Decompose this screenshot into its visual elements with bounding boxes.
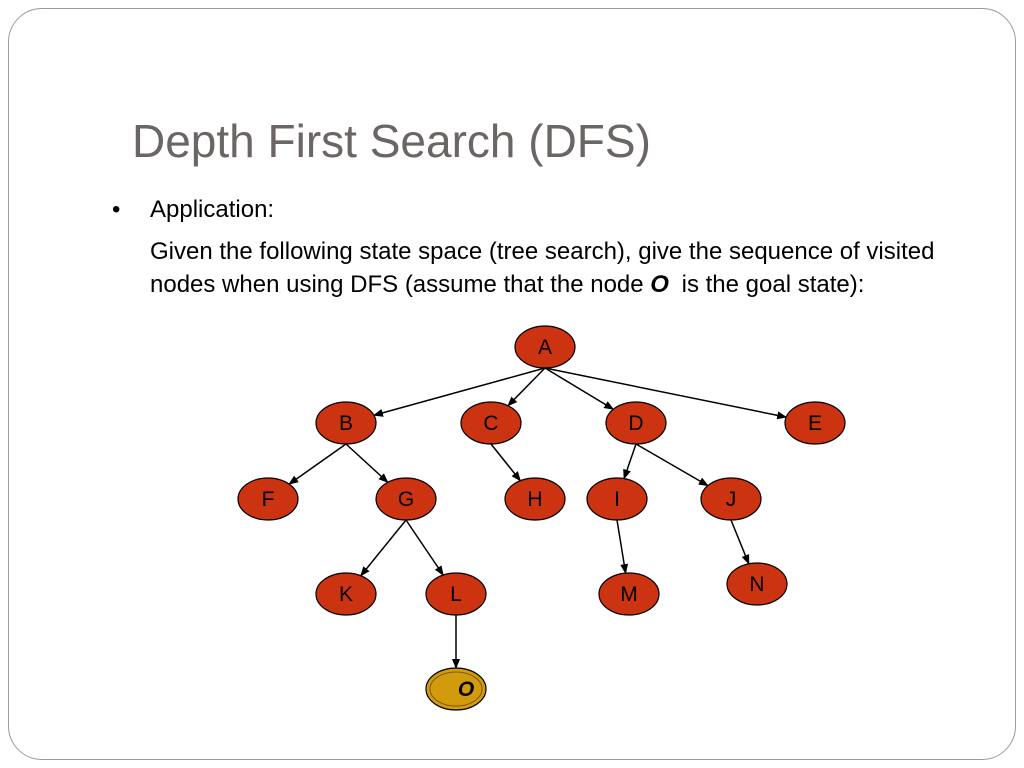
edge-c-h (490, 443, 521, 482)
goal-node-reference: O (650, 271, 669, 298)
tree-node-c: C (460, 401, 522, 445)
tree-node-l: L (425, 572, 487, 616)
node-shape-i (586, 477, 648, 521)
tree-node-h: H (504, 477, 566, 521)
edge-b-f (288, 443, 347, 485)
tree-node-o: O (425, 667, 487, 711)
node-shape-j (700, 477, 762, 521)
tree-node-k: K (315, 572, 377, 616)
question-text-part1: Given the following state space (tree se… (150, 238, 935, 298)
tree-node-m: M (598, 572, 660, 616)
node-shape-h (504, 477, 566, 521)
node-shape-o (425, 667, 487, 711)
node-label-f: F (262, 488, 275, 511)
edge-a-b (372, 367, 546, 417)
edge-g-k (360, 519, 407, 577)
tree-node-n: N (726, 562, 788, 606)
node-label-n: N (749, 573, 764, 596)
question-text: Given the following state space (tree se… (150, 235, 980, 301)
node-label-l: L (450, 583, 462, 606)
node-label-b: B (339, 412, 353, 435)
node-label-d: D (628, 412, 643, 435)
node-label-c: C (483, 412, 498, 435)
edge-a-e (544, 367, 788, 420)
tree-node-j: J (700, 477, 762, 521)
tree-node-f: F (237, 477, 299, 521)
node-shape-k (315, 572, 377, 616)
node-shape-f (237, 477, 299, 521)
node-label-k: K (339, 583, 353, 606)
tree-edges (288, 367, 788, 669)
edge-i-m (616, 519, 629, 575)
node-shape-n (726, 562, 788, 606)
edge-b-g (345, 443, 389, 483)
node-label-g: G (398, 488, 414, 511)
goal-node-ring (429, 671, 483, 707)
edge-d-i (623, 443, 637, 480)
node-shape-c (460, 401, 522, 445)
node-shape-g (375, 477, 437, 521)
edge-a-d (544, 367, 615, 410)
node-shape-a (514, 325, 576, 369)
tree-node-g: G (375, 477, 437, 521)
edge-j-n (730, 519, 750, 565)
node-label-e: E (808, 412, 822, 435)
question-text-part2: is the goal state): (674, 271, 865, 298)
node-shape-d (605, 401, 667, 445)
edge-g-l (405, 519, 444, 576)
tree-node-e: E (784, 401, 846, 445)
edge-a-c (507, 367, 546, 407)
bullet-item: • Application: (112, 196, 274, 224)
node-label-i: I (614, 488, 620, 511)
tree-node-a: A (514, 325, 576, 369)
node-label-j: J (726, 488, 737, 511)
tree-node-i: I (586, 477, 648, 521)
node-shape-b (315, 401, 377, 445)
node-shape-l (425, 572, 487, 616)
slide-title: Depth First Search (DFS) (132, 115, 651, 167)
bullet-dot: • (112, 196, 121, 223)
node-label-h: H (527, 488, 542, 511)
node-label-m: M (620, 583, 638, 606)
node-label-o: O (458, 678, 474, 701)
node-shape-m (598, 572, 660, 616)
slide-frame (8, 8, 1016, 760)
node-shape-e (784, 401, 846, 445)
tree-node-d: D (605, 401, 667, 445)
tree-nodes: A B C D E F G H I J K L M N O (237, 325, 846, 711)
node-label-a: A (538, 336, 552, 359)
tree-node-b: B (315, 401, 377, 445)
edge-d-j (635, 443, 709, 487)
bullet-text: Application: (150, 196, 275, 223)
